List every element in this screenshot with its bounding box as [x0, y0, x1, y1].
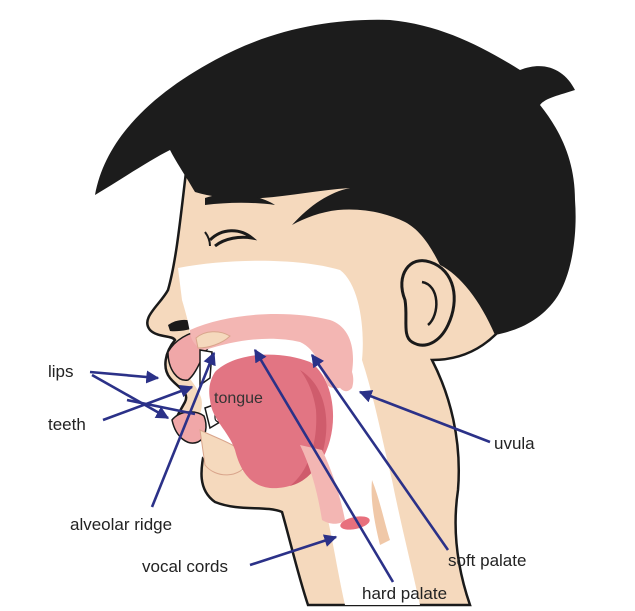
label-uvula: uvula — [494, 434, 535, 453]
eye — [208, 229, 258, 248]
arrow-lips-upper — [89, 370, 160, 384]
ear — [400, 259, 456, 347]
label-lips: lips — [48, 362, 74, 381]
label-alveolar-ridge: alveolar ridge — [70, 515, 172, 534]
arrow-teeth-lower-stem — [126, 398, 196, 416]
arrow-hard-palate — [253, 348, 395, 583]
arrow-lips-lower — [91, 373, 170, 420]
arrow-uvula — [358, 390, 491, 444]
label-teeth: teeth — [48, 415, 86, 434]
label-tongue: tongue — [214, 390, 263, 407]
uvula-shape — [336, 362, 354, 392]
arrow-alveolar-ridge — [150, 351, 216, 508]
arrow-soft-palate — [310, 353, 450, 551]
vocal-cords-shape — [340, 516, 370, 530]
label-vocal-cords: vocal cords — [142, 557, 228, 576]
arrow-vocal-cords — [249, 534, 338, 567]
tongue-shape — [209, 354, 334, 489]
alveolar-ridge-shape — [195, 331, 231, 349]
label-hard-palate: hard palate — [362, 584, 447, 603]
palate — [190, 314, 354, 389]
label-soft-palate: soft palate — [448, 551, 526, 570]
pharynx-wall — [300, 445, 345, 524]
eyebrow — [205, 194, 275, 205]
hair — [95, 19, 576, 336]
pointer-arrows — [89, 348, 491, 583]
